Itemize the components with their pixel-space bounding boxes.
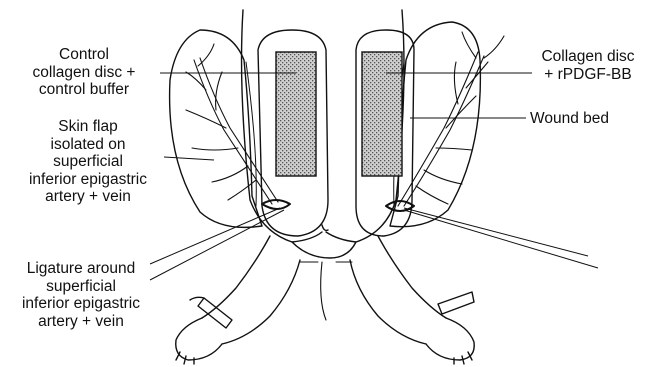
- label-wound-bed: Wound bed: [530, 110, 640, 128]
- label-flap-line-2: isolated on: [12, 136, 164, 154]
- label-control-line-1: Control: [10, 46, 158, 64]
- label-flap-line-5: artery + vein: [12, 188, 164, 206]
- label-flap-line-4: inferior epigastric: [12, 171, 164, 189]
- label-treated-disc: Collagen disc + rPDGF-BB: [532, 48, 644, 83]
- label-ligature: Ligature around superficial inferior epi…: [6, 260, 156, 330]
- right-leg: [350, 236, 474, 364]
- label-flap-line-3: superficial: [12, 153, 164, 171]
- control-collagen-disc: [276, 52, 316, 176]
- label-skin-flap: Skin flap isolated on superficial inferi…: [12, 118, 164, 206]
- left-flap-outline: [170, 30, 262, 227]
- label-ligature-line-1: Ligature around: [6, 260, 156, 278]
- label-ligature-line-4: artery + vein: [6, 313, 156, 331]
- label-treated-line-1: Collagen disc: [532, 48, 644, 66]
- left-leg: [176, 236, 300, 364]
- label-flap-line-1: Skin flap: [12, 118, 164, 136]
- label-ligature-line-3: inferior epigastric: [6, 295, 156, 313]
- label-wound-line-1: Wound bed: [530, 110, 640, 128]
- left-vessels: [186, 44, 278, 204]
- label-control-line-2: collagen disc +: [10, 64, 158, 82]
- label-ligature-line-2: superficial: [6, 278, 156, 296]
- treated-collagen-disc: [362, 52, 402, 176]
- label-control-line-3: control buffer: [10, 81, 158, 99]
- label-treated-line-2: + rPDGF-BB: [532, 66, 644, 84]
- label-control-disc: Control collagen disc + control buffer: [10, 46, 158, 99]
- left-ligature: [262, 200, 290, 209]
